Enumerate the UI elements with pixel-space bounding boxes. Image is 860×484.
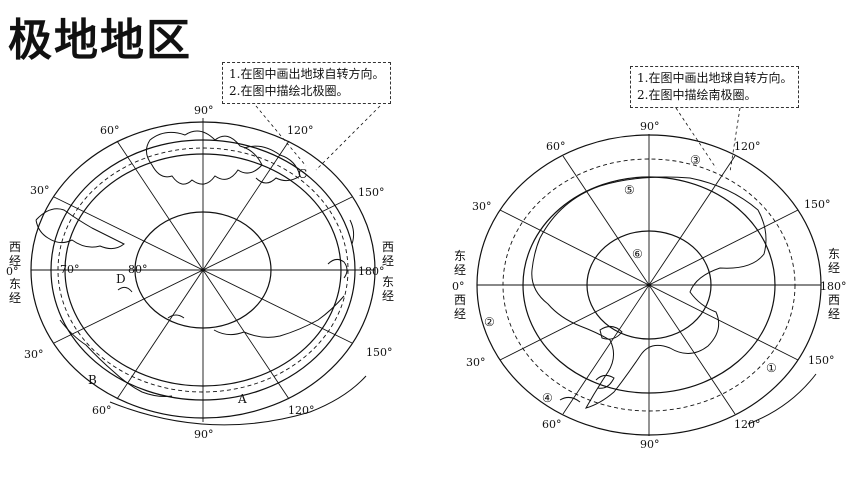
antarctic-label-t60: 60° [546,140,566,153]
arctic-left-west-1: 西 [9,240,21,254]
right-note-pointer-2 [729,107,741,173]
antarctic-left-east-2: 经 [454,263,466,277]
arctic-label-t120: 120° [287,124,314,137]
arctic-label-b150: 150° [366,346,393,359]
arctic-label-b30: 30° [24,348,44,361]
antarctic-right-west-2: 经 [828,307,840,321]
antarctic-left-east-1: 东 [454,249,466,263]
antarctic-label-t150: 150° [804,198,831,211]
antarctic-coastlines [531,176,767,409]
right-note-pointer-1 [675,107,717,169]
right-task-note: 1.在图中画出地球自转方向。 2.在图中描绘南极圈。 [630,66,800,108]
left-note-pointer-1 [255,105,307,167]
antarctic-label-180: 180° [820,280,847,293]
arctic-right-east-2: 经 [382,289,394,303]
antarctic-marker-4: ④ [542,391,553,405]
arctic-coastlines [35,130,355,397]
arctic-left-east-1: 东 [9,277,21,291]
antarctic-map [476,107,822,436]
arctic-point-D: D [116,272,126,286]
antarctic-left-west-2: 经 [454,307,466,321]
arctic-point-A: A [237,392,247,406]
left-task-1: 1.在图中画出地球自转方向。 [229,67,385,81]
arctic-label-zero: 0° [6,265,19,278]
antarctic-label-t120: 120° [734,140,761,153]
arctic-right-west-2: 经 [382,254,394,268]
antarctic-left-west-1: 西 [454,293,466,307]
left-task-2: 2.在图中描绘北极圈。 [229,84,349,98]
left-note-pointer-2 [315,105,381,171]
antarctic-marker-3: ③ [690,153,701,167]
antarctic-label-zero: 0° [452,280,465,293]
antarctic-rotation-arc [747,373,817,425]
antarctic-marker-1: ① [766,361,777,375]
arctic-label-b90: 90° [194,428,214,441]
arctic-label-180: 180° [358,265,385,278]
arctic-map [30,105,381,426]
antarctic-meridians [477,134,821,436]
antarctic-label-b60: 60° [542,418,562,431]
arctic-point-B: B [88,373,97,387]
left-task-note: 1.在图中画出地球自转方向。 2.在图中描绘北极圈。 [222,62,392,104]
antarctic-label-b90: 90° [640,438,660,451]
antarctic-right-east-1: 东 [828,247,840,261]
arctic-label-lat80: 80° [128,263,148,276]
arctic-right-west-1: 西 [382,240,394,254]
page-title: 极地地区 [8,15,192,66]
antarctic-label-t90: 90° [640,120,660,133]
arctic-rotation-arc [109,375,367,426]
antarctic-label-b150: 150° [808,354,835,367]
antarctic-right-east-2: 经 [828,261,840,275]
antarctic-label-t30: 30° [472,200,492,213]
arctic-point-C: C [298,167,307,181]
arctic-left-west-2: 经 [9,254,21,268]
antarctic-marker-6: ⑥ [632,247,643,261]
arctic-meridians [31,118,375,422]
antarctic-label-b30: 30° [466,356,486,369]
arctic-right-east-1: 东 [382,275,394,289]
antarctic-right-west-1: 西 [828,293,840,307]
arctic-label-t60: 60° [100,124,120,137]
arctic-label-lat70: 70° [60,263,80,276]
arctic-label-t90: 90° [194,104,214,117]
arctic-label-t30: 30° [30,184,50,197]
arctic-left-east-2: 经 [9,291,21,305]
arctic-label-b120: 120° [288,404,315,417]
antarctic-marker-2: ② [484,315,495,329]
arctic-label-t150: 150° [358,186,385,199]
right-task-1: 1.在图中画出地球自转方向。 [637,71,793,85]
arctic-label-b60: 60° [92,404,112,417]
antarctic-marker-5: ⑤ [624,183,635,197]
right-task-2: 2.在图中描绘南极圈。 [637,88,757,102]
antarctic-label-b120: 120° [734,418,761,431]
